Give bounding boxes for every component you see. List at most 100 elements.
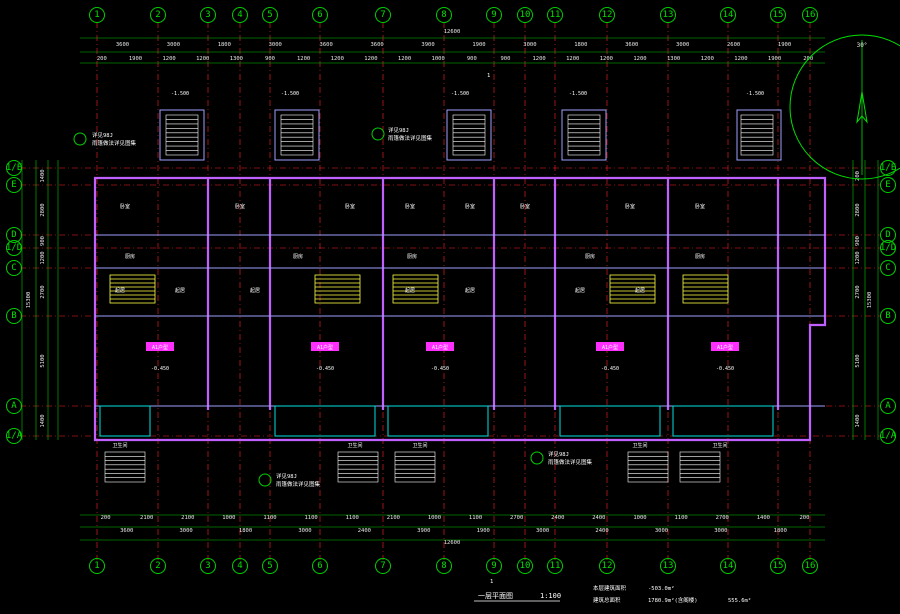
- axis-left-E-circle: [6, 177, 22, 193]
- dim-right-5: 5100: [855, 354, 861, 367]
- axis-left-E: E: [6, 177, 22, 193]
- ground-level-4: -1.500: [746, 91, 764, 97]
- dim-left-1: 2800: [40, 203, 46, 216]
- axis-right-1-D-label: 1/D: [880, 243, 896, 253]
- axis-bottom-6-label: 6: [317, 561, 322, 571]
- dim-top2-15: 1200: [600, 56, 613, 62]
- axis-left-E-label: E: [11, 180, 16, 190]
- dim-top1-5: 3600: [370, 42, 383, 48]
- axis-top-14-label: 14: [723, 10, 734, 20]
- note-callout-3: 详见98J 雨篷做法详见图集: [258, 472, 321, 488]
- axis-bottom-6: 6: [312, 558, 328, 574]
- axis-top-6-circle: [312, 7, 328, 23]
- dim-side-total-0: 15300: [26, 292, 32, 309]
- stairs: [104, 114, 774, 483]
- dim-top2-6: 1200: [297, 56, 310, 62]
- front-stair-4: [679, 451, 721, 483]
- front-stair-2: [394, 451, 436, 483]
- dim-top2-18: 1200: [701, 56, 714, 62]
- axis-bottom-13-circle: [660, 558, 676, 574]
- kitchen-label-3: 厨房: [585, 253, 595, 260]
- dim-top2-1: 1900: [129, 56, 142, 62]
- kitchen-label-4: 厨房: [695, 253, 705, 260]
- ground-level-2: -1.500: [451, 91, 469, 97]
- dim-bot1-5: 3900: [417, 528, 430, 534]
- axis-top-13-circle: [660, 7, 676, 23]
- dim-top2-7: 1200: [331, 56, 344, 62]
- svg-text:详见98J: 详见98J: [388, 126, 409, 134]
- axis-left-D-circle: [6, 227, 22, 243]
- living-label-5: 起居: [575, 288, 585, 294]
- axis-bottom-3-label: 3: [205, 561, 210, 571]
- axis-bottom-14-label: 14: [723, 561, 734, 571]
- axis-top-5-label: 5: [267, 10, 272, 20]
- front-stair-3-frame: [627, 451, 669, 483]
- axis-bottom-11-label: 11: [550, 561, 561, 571]
- axis-bottom-7-label: 7: [380, 561, 385, 571]
- axis-left-1-A: 1/A: [6, 428, 23, 444]
- inner-stair-0: [109, 274, 156, 304]
- unit-level-4: -0.450: [716, 366, 734, 372]
- bedroom-label-1: 卧室: [235, 203, 245, 210]
- dim-bot2-15: 2700: [716, 515, 729, 521]
- axis-right-1-E-label: 1/E: [880, 163, 896, 173]
- area-value-1: -503.0m²: [648, 585, 675, 592]
- axis-top-5: 5: [262, 7, 278, 23]
- dim-left-0: 1400: [40, 169, 46, 182]
- axis-top-15: 15: [770, 7, 786, 23]
- axis-top-15-label: 15: [773, 10, 784, 20]
- axis-bottom-11: 11: [547, 558, 563, 574]
- bedroom-label-3: 卧室: [405, 203, 415, 210]
- axis-right-C-label: C: [885, 263, 890, 273]
- back-stair-3-frame: [567, 114, 601, 156]
- axis-right-A-circle: [880, 398, 896, 414]
- axis-bottom-13: 13: [660, 558, 676, 574]
- inner-stair-0-frame: [109, 274, 156, 304]
- dim-top2-10: 1000: [432, 56, 445, 62]
- axis-bottom-8: 8: [436, 558, 452, 574]
- axis-bottom-8-label: 8: [441, 561, 446, 571]
- unit-label-1: A1户型: [317, 344, 333, 351]
- dim-top2-3: 1200: [196, 56, 209, 62]
- axis-top-7-label: 7: [380, 10, 385, 20]
- drawing-scale: 1:100: [540, 592, 561, 600]
- axis-bottom-4-label: 4: [237, 561, 242, 571]
- dim-bot2-16: 1400: [757, 515, 770, 521]
- axis-bottom-5-circle: [262, 558, 278, 574]
- axis-top-8: 8: [436, 7, 452, 23]
- axis-bottom-3-circle: [200, 558, 216, 574]
- svg-text:雨篷做法详见图集: 雨篷做法详见图集: [388, 134, 433, 142]
- axis-bottom-14: 14: [720, 558, 736, 574]
- axis-bottom-12-circle: [599, 558, 615, 574]
- svg-text:雨篷做法详见图集: 雨篷做法详见图集: [548, 458, 593, 466]
- area-label-1: 本层建筑面积: [593, 584, 627, 592]
- svg-text:详见98J: 详见98J: [548, 450, 569, 458]
- axis-bottom-1-label: 1: [94, 561, 99, 571]
- axis-bottom-1-circle: [89, 558, 105, 574]
- axis-bottom-2-label: 2: [155, 561, 160, 571]
- axis-bottom-12-label: 12: [602, 561, 613, 571]
- unit-level-2: -0.450: [431, 366, 449, 372]
- axis-top-8-circle: [436, 7, 452, 23]
- bay-4: [672, 405, 774, 437]
- axis-left-B-circle: [6, 308, 22, 324]
- dim-top2-13: 1200: [532, 56, 545, 62]
- dim-bot2-1: 2100: [140, 515, 153, 521]
- dim-right-6: 1400: [855, 414, 861, 427]
- axis-left-1-E-label: 1/E: [6, 163, 22, 173]
- axis-left-1-A-label: 1/A: [6, 431, 23, 441]
- unit-level-0: -0.450: [151, 366, 169, 372]
- axis-left-D-label: D: [11, 230, 16, 240]
- axis-bottom-15-label: 15: [773, 561, 784, 571]
- dim-top1-2: 1800: [218, 42, 231, 48]
- inner-stair-4-frame: [682, 274, 729, 304]
- drawing-title: 一层平面图: [478, 592, 513, 600]
- axis-bottom-3: 3: [200, 558, 216, 574]
- axis-left-C-circle: [6, 260, 22, 276]
- dim-bot2-8: 1000: [428, 515, 441, 521]
- back-stair-4: [740, 114, 774, 156]
- axis-right-1-D-circle: [880, 240, 896, 256]
- axis-top-6-label: 6: [317, 10, 322, 20]
- axis-left-1-D-label: 1/D: [6, 243, 22, 253]
